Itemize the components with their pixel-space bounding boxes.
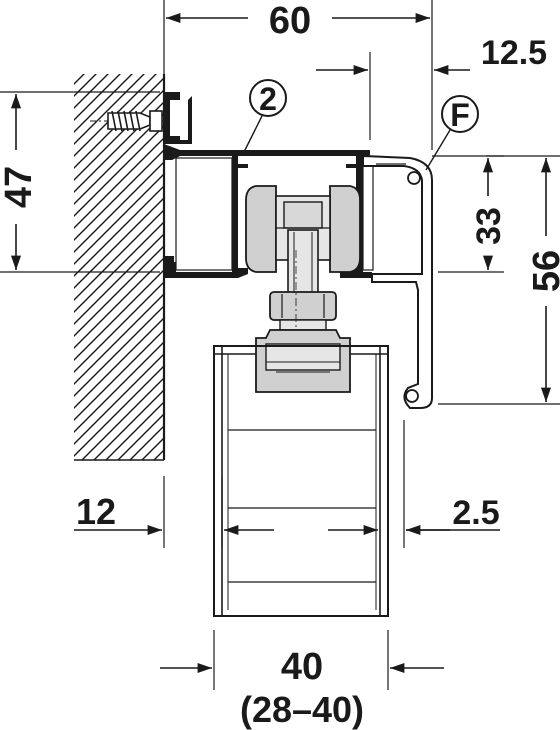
hatch-line	[74, 245, 164, 337]
dimension-33: 33	[432, 155, 508, 273]
roller-carriage	[245, 185, 361, 370]
callout-f-label: F	[450, 97, 470, 133]
dim-33-label: 33	[470, 207, 508, 245]
hatch-line	[81, 377, 164, 460]
hatch-line	[74, 365, 164, 457]
dim-56-label: 56	[526, 250, 560, 292]
hatch-line	[74, 74, 157, 157]
dimension-56: 56	[438, 155, 560, 405]
dim-12-label: 12	[76, 491, 116, 532]
hatch-line	[0, 60, 86, 460]
dimension-47: 47	[0, 91, 160, 273]
hatch-line	[74, 305, 164, 397]
dim-60-label: 60	[269, 0, 311, 42]
dim-40-label: 40	[281, 646, 323, 688]
dimension-2-5: 2.5	[328, 420, 500, 548]
dimension-12: 12	[74, 476, 274, 548]
dim-12-5-label: 12.5	[481, 34, 547, 72]
screw-icon	[90, 110, 170, 132]
hatch-line	[74, 341, 164, 433]
dim-47-label: 47	[0, 166, 40, 208]
dim-28-40-label: (28–40)	[240, 689, 364, 730]
hatch-line	[74, 74, 145, 145]
mounting-plate	[255, 329, 351, 393]
dimension-12-5: 12.5	[316, 34, 547, 140]
hatch-line	[74, 209, 164, 301]
track-profile	[164, 92, 374, 278]
hatch-line	[0, 60, 74, 460]
hatch-line	[74, 353, 164, 445]
hatch-line	[74, 74, 133, 133]
hatch-line	[74, 197, 164, 289]
callout-part-2: 2	[243, 79, 287, 153]
callout-2-label: 2	[259, 81, 277, 117]
hatch-line	[74, 185, 164, 277]
hatch-line	[74, 221, 164, 313]
dimension-60: 60	[163, 0, 433, 150]
cover-profile	[362, 154, 433, 409]
hatch-line	[74, 329, 164, 421]
hatch-line	[74, 257, 164, 349]
hatch-line	[74, 317, 164, 409]
hatch-line	[74, 233, 164, 325]
hatch-line	[74, 173, 164, 265]
dimension-40: 40 (28–40)	[160, 630, 444, 730]
hatch-line	[74, 74, 85, 85]
hatch-line	[93, 389, 164, 460]
hatch-line	[74, 74, 109, 109]
callout-part-f: F	[425, 95, 479, 171]
dim-2-5-label: 2.5	[452, 494, 499, 532]
